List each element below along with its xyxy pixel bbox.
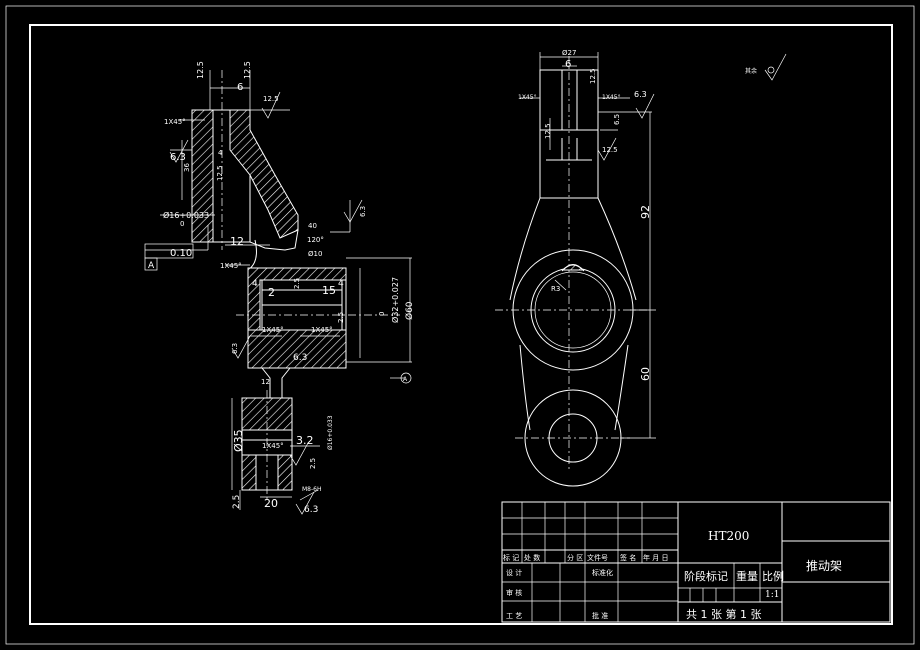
dim-right-rough-12-5: 12.5	[589, 68, 597, 84]
dim-angle-120: 120°	[307, 236, 324, 244]
left-section-view	[191, 70, 400, 500]
dim-phi32-lower: 0	[378, 312, 386, 316]
dim-15: 15	[322, 284, 336, 297]
dim-phi16-lower: 0	[180, 220, 184, 228]
inner-frame	[29, 24, 893, 625]
datum-circle-a: A	[403, 376, 408, 383]
outer-frame	[5, 5, 915, 645]
dim-rough-6-3-bottom: 6.3	[304, 505, 318, 515]
dim-60-left: Ø60	[404, 301, 415, 320]
dim-92: 92	[639, 205, 652, 219]
dim-2-5c: 2.5	[309, 458, 317, 469]
dim-rough-6-3-arm: 6.3	[359, 206, 367, 217]
dim-right-12-5-l: 12.5	[544, 123, 552, 139]
dim-36: 36	[183, 163, 191, 172]
dim-rough-6-3-body: 6.3	[231, 343, 239, 354]
row-design: 设 计	[506, 568, 522, 577]
dim-2: 2	[268, 286, 275, 299]
dim-12b: 12	[261, 378, 270, 386]
stage-label: 阶段标记	[684, 569, 728, 583]
right-dimension-lines	[520, 52, 787, 439]
dim-phi16-boss: Ø16+0.033	[327, 415, 334, 450]
right-front-view	[495, 56, 650, 487]
rest-roughness-label: 其余	[745, 67, 757, 75]
dim-rough-6-3-hub: 6.3	[293, 353, 307, 363]
row-standard: 标准化	[592, 568, 613, 577]
left-dimension-lines	[144, 70, 412, 515]
dim-4: 4	[218, 149, 223, 157]
dim-right-rough-6-3: 6.3	[634, 90, 647, 99]
part-name: 推动架	[806, 559, 842, 573]
scale-label: 比例	[762, 569, 784, 583]
hdr-mark: 标 记	[503, 553, 519, 562]
dim-right-6: 6	[565, 59, 571, 70]
title-block: HT200 推动架 标 记 处 数 分 区 文件号 签 名 年 月 日 设 计 …	[501, 501, 891, 623]
dim-12-5-mid: 12.5	[216, 165, 224, 181]
dim-rough-12-5: 12.5	[263, 95, 279, 103]
dim-4c: 4	[338, 279, 344, 289]
row-craft: 工 艺	[506, 612, 522, 620]
bottom-boss-hole	[548, 413, 598, 463]
row-review: 审 核	[506, 588, 522, 597]
dim-chamfer-top: 1X45°	[164, 118, 186, 126]
dim-2-5-left: 2.5	[232, 495, 242, 509]
dim-right-chamfer-l: 1X45°	[518, 94, 537, 101]
scale-value: 1:1	[765, 590, 779, 600]
dim-phi16: Ø16+0.033	[163, 210, 209, 220]
dim-chamfer-bot2: 1X45°	[311, 326, 333, 334]
hdr-date: 年 月 日	[643, 553, 668, 562]
dim-chamfer-mid: 1X45°	[220, 262, 242, 270]
dim-right-60: 60	[639, 367, 652, 381]
dim-chamfer-boss: 1X45°	[262, 442, 284, 450]
dim-phi35: Ø35	[232, 429, 245, 452]
dim-r3: R3	[551, 285, 560, 293]
dim-4b: 4	[252, 279, 258, 289]
hdr-count: 处 数	[524, 553, 540, 562]
dim-rough-6-3-left: 6.3	[170, 152, 186, 163]
dim-top-12-5: 12.5	[196, 61, 205, 79]
dim-right-6-5: 6.5	[613, 114, 621, 125]
sheet-count: 共 1 张 第 1 张	[686, 607, 761, 621]
datum-a: A	[148, 261, 155, 271]
row-approve: 批 准	[592, 611, 608, 620]
left-dimension-labels: 12.5 12.5 6 12.5 1X45° 6.3 36 4 12.5 Ø16…	[148, 61, 415, 515]
dim-top-12-5b: 12.5	[243, 61, 252, 79]
right-top-boss	[539, 69, 599, 199]
dim-40: 40	[308, 222, 317, 230]
dim-phi32: Ø32+0.027	[390, 277, 400, 323]
dim-2-5: 2.5	[293, 278, 301, 289]
dim-2-5b: 2.5	[337, 312, 345, 323]
dim-12: 12	[230, 235, 244, 248]
weight-label: 重量	[736, 569, 758, 583]
dim-phi27: Ø27	[562, 49, 576, 57]
hdr-sign: 签 名	[620, 553, 636, 562]
dim-20: 20	[264, 497, 278, 510]
dim-right-rough-12-5-r: 12.5	[602, 146, 618, 154]
tol-box: 0.10	[170, 248, 192, 259]
dim-phi10: Ø10	[308, 250, 322, 258]
dim-right-chamfer-r: 1X45°	[602, 94, 621, 101]
dim-thread: M8-6H	[302, 486, 322, 493]
dim-top-6: 6	[237, 82, 243, 93]
dim-3-2: 3.2	[296, 434, 314, 447]
hdr-docno: 文件号	[587, 553, 608, 562]
hdr-zone: 分 区	[567, 553, 583, 562]
dim-chamfer-bot1: 1X45°	[262, 326, 284, 334]
right-dimension-labels: Ø27 6 12.5 1X45° 1X45° 6.3 12.5 6.5 12.5…	[518, 49, 757, 381]
material: HT200	[708, 529, 749, 543]
